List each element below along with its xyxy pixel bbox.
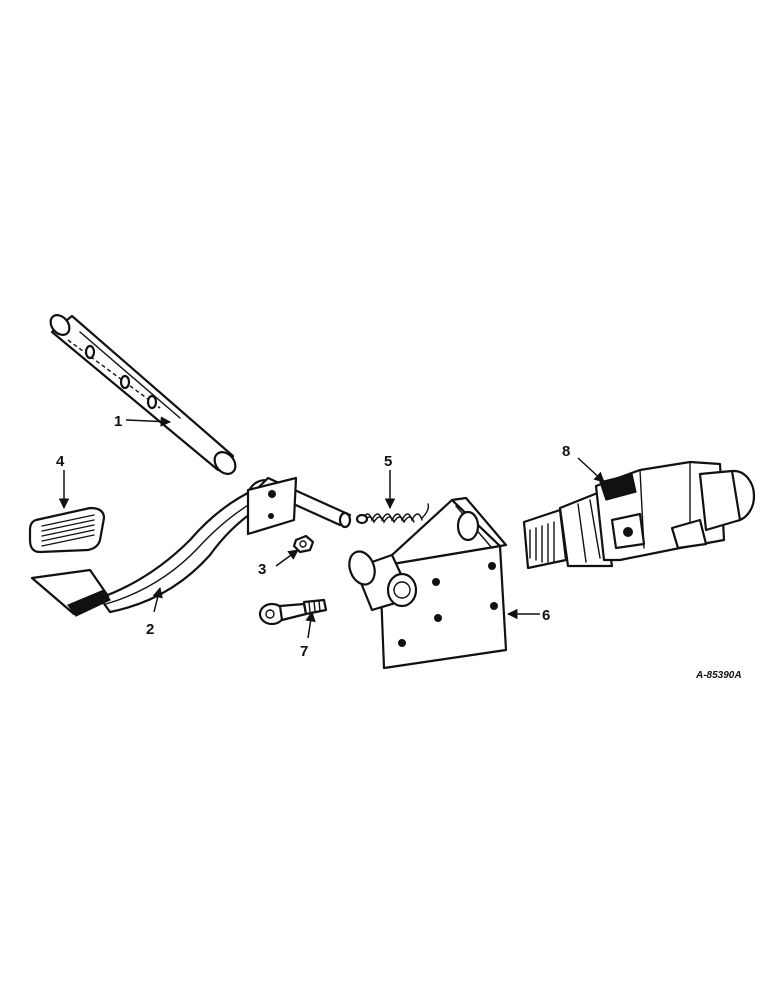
part-8-brake-valve [522, 460, 756, 570]
callout-6: 6 [542, 607, 550, 624]
leader-lines [58, 416, 605, 639]
callout-3: 3 [258, 561, 266, 578]
callout-7: 7 [300, 643, 308, 660]
callout-8: 8 [562, 443, 570, 460]
drawing-number: A-85390A [695, 670, 742, 681]
part-7-clevis-bolt [258, 598, 328, 626]
part-6-mounting-bracket [348, 496, 508, 670]
part-2-pedal-arm [30, 476, 352, 617]
part-3-nut [292, 534, 315, 554]
part-1-cross-shaft [49, 314, 237, 475]
callout-1: 1 [114, 413, 122, 430]
callout-4: 4 [56, 453, 65, 470]
callout-2: 2 [146, 621, 154, 638]
part-5-spring [355, 503, 430, 525]
part-4-pedal-pad [28, 506, 106, 554]
callout-5: 5 [384, 453, 392, 470]
